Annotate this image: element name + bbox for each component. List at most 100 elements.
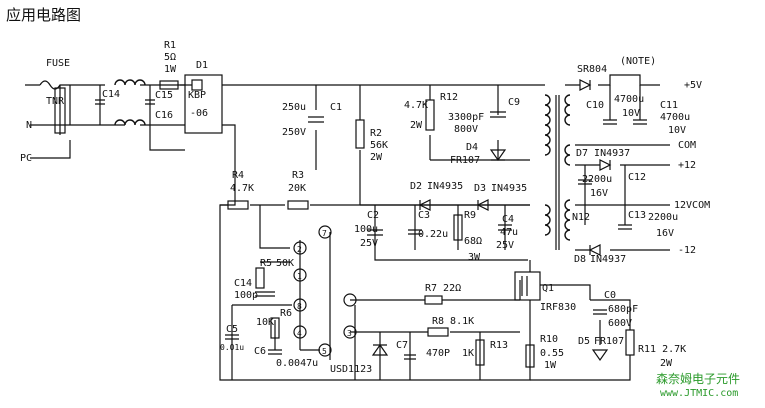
label-c2volt: 25V: [360, 238, 378, 249]
label-d1: D1: [196, 60, 208, 71]
pin-7-label: 7: [322, 229, 327, 238]
label-r12w: 2W: [410, 120, 423, 131]
r10-resistor: [525, 344, 535, 368]
diodes: [371, 79, 612, 362]
r8-resistor: [427, 327, 449, 337]
label-d4: D4: [466, 142, 478, 153]
label-c11: C11: [660, 100, 678, 111]
label-ic: USD1123: [330, 364, 372, 375]
r13-resistor: [475, 339, 485, 366]
label-c6: C6: [254, 346, 266, 357]
pin-8-label: 8: [297, 302, 302, 311]
label-tnr: TNR: [46, 96, 65, 107]
label-r3: R3: [292, 170, 304, 181]
r12-resistor: [425, 99, 435, 131]
label-c2v: 100u: [354, 224, 378, 235]
label-r1v: 5Ω: [164, 52, 176, 63]
label-c10: C10: [586, 100, 604, 111]
label-r8: R8 8.1K: [432, 316, 474, 327]
label-r5v: 50K: [276, 258, 294, 269]
label-c4v: 47u: [500, 227, 518, 238]
pin-3: [343, 325, 357, 339]
pin-5-label: 5: [322, 347, 327, 356]
label-d5p: FR107: [594, 336, 624, 347]
r4-resistor: [227, 200, 249, 210]
label-p12: +12: [678, 160, 696, 171]
label-r9v: 68Ω: [464, 236, 482, 247]
pin-3-label: 3: [347, 329, 352, 338]
label-d2p: IN4935: [427, 181, 463, 192]
label-c13volt: 16V: [656, 228, 674, 239]
label-c9: C9: [508, 97, 520, 108]
label-r4v: 4.7K: [230, 183, 254, 194]
pin-1-label: 1: [297, 272, 302, 281]
label-c3v: 0.22u: [418, 229, 448, 240]
label-d5: D5: [578, 336, 590, 347]
label-r2: R2: [370, 128, 382, 139]
label-r3v: 20K: [288, 183, 306, 194]
label-d7: D7 IN4937: [576, 148, 630, 159]
label-d8p: IN4937: [590, 254, 626, 265]
page-title: 应用电路图: [6, 6, 82, 24]
label-n12: N12: [572, 212, 590, 223]
label-c9v: 3300pF: [448, 112, 484, 123]
labels: FUSE TNR N PC C14 C15 C16 R1 5Ω 1W D1 KB…: [20, 40, 710, 375]
label-r9w: 3W: [468, 252, 481, 263]
pin-2-label: 2: [297, 245, 302, 254]
label-c6v: 0.0047u: [276, 358, 318, 369]
label-c5: C5: [226, 324, 238, 335]
label-c4: C4: [502, 214, 514, 225]
label-kbp2: -06: [190, 108, 208, 119]
label-q1p: IRF830: [540, 302, 576, 313]
label-c7v: 470P: [426, 348, 450, 359]
r6-resistor: [270, 317, 280, 339]
label-c14bv: 100p: [234, 290, 258, 301]
label-fuse: FUSE: [46, 58, 70, 69]
label-r13: R13: [490, 340, 508, 351]
pin-4-label: 4: [297, 329, 302, 338]
mosfet-q1: [514, 271, 541, 301]
label-q1: Q1: [542, 283, 554, 294]
label-c11volt: 10V: [668, 125, 686, 136]
label-c0: C0: [604, 290, 616, 301]
tnr-varistor: [54, 87, 66, 134]
r9-resistor: [453, 214, 463, 241]
label-r12: R12: [440, 92, 458, 103]
label-r9: R9: [464, 210, 476, 221]
label-c9volt: 800V: [454, 124, 478, 135]
bridge-rectifier-d1: [184, 74, 223, 134]
watermark-brand: 森奈姆电子元件: [656, 372, 741, 386]
r7-resistor: [424, 295, 443, 305]
label-c11v: 4700u: [660, 112, 690, 123]
label-c12v: 2200u: [582, 174, 612, 185]
label-c14b: C14: [234, 278, 252, 289]
label-c12: C12: [628, 172, 646, 183]
label-note: (NOTE): [620, 56, 656, 67]
label-c1v: 250u: [282, 102, 306, 113]
label-r10: R10: [540, 334, 558, 345]
label-r2w: 2W: [370, 152, 383, 163]
pin-1: [293, 268, 307, 282]
ic-pins: [293, 225, 357, 357]
label-c2: C2: [367, 210, 379, 221]
label-vcom: 12VCOM: [674, 200, 710, 211]
label-c16: C16: [155, 110, 173, 121]
label-d3: D3: [474, 183, 486, 194]
label-c10volt: 10V: [622, 108, 640, 119]
label-pe: PC: [20, 153, 32, 164]
label-d2: D2: [410, 181, 422, 192]
label-r7: R7 22Ω: [425, 283, 461, 294]
label-c4volt: 25V: [496, 240, 514, 251]
label-r11: R11 2.7K: [638, 344, 686, 355]
label-r1: R1: [164, 40, 176, 51]
wires: [25, 74, 670, 381]
label-kbp: KBP: [188, 90, 206, 101]
pin-6: [343, 293, 357, 307]
label-c12volt: 16V: [590, 188, 608, 199]
label-c13: C13: [628, 210, 646, 221]
label-r10w: 1W: [544, 360, 557, 371]
label-c1: C1: [330, 102, 342, 113]
label-c13v: 2200u: [648, 212, 678, 223]
label-com: COM: [678, 140, 696, 151]
